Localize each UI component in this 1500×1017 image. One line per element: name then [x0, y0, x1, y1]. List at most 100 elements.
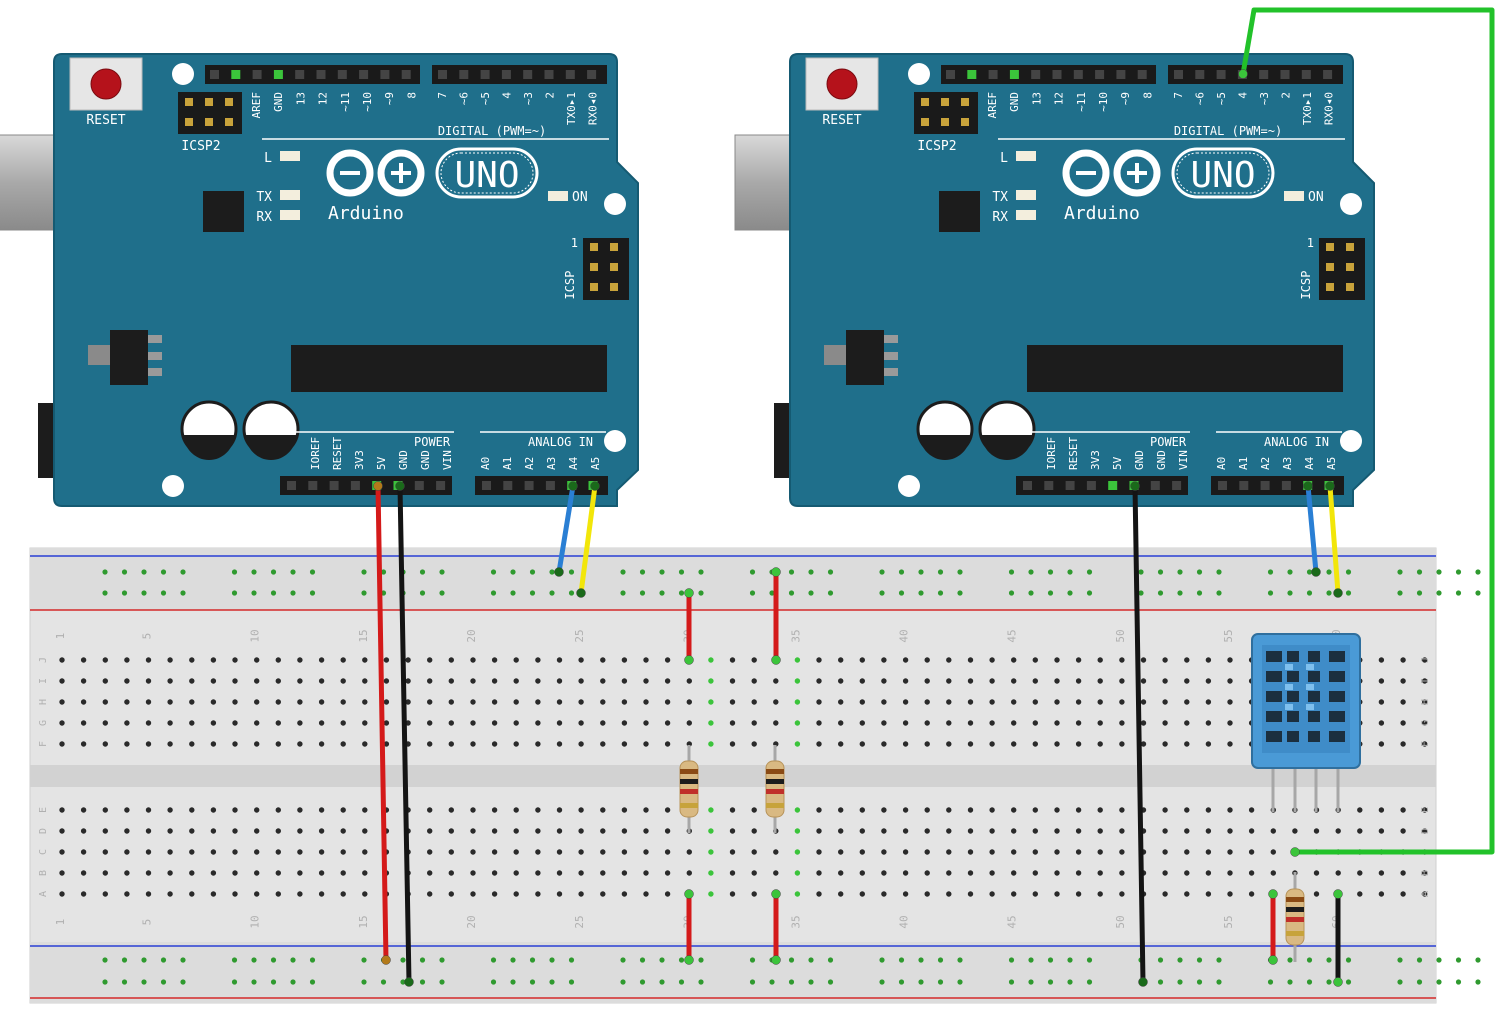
- resistor-2-band: [766, 779, 784, 784]
- breadboard-hole: [1011, 657, 1017, 663]
- breadboard-hole: [556, 720, 563, 726]
- breadboard-hole: [1011, 849, 1017, 855]
- breadboard-hole: [275, 828, 281, 834]
- rail-hole: [1067, 569, 1073, 575]
- breadboard-hole: [859, 699, 865, 705]
- breadboard-hole: [946, 741, 952, 747]
- breadboard-hole: [102, 741, 109, 747]
- breadboard-hole: [1011, 891, 1017, 897]
- row-letter: D: [38, 828, 49, 834]
- board-pcb: [789, 53, 1375, 507]
- breadboard-hole: [729, 699, 736, 705]
- breadboard-hole: [794, 741, 801, 747]
- rail-hole: [659, 590, 665, 596]
- breadboard-hole: [1205, 807, 1212, 813]
- breadboard-hole: [600, 849, 606, 855]
- breadboard-hole: [1162, 807, 1168, 813]
- rail-hole: [1008, 957, 1015, 963]
- rail-hole: [231, 569, 238, 575]
- breadboard-hole: [297, 657, 303, 663]
- dht11-window: [1285, 684, 1293, 690]
- rail-hole: [808, 569, 814, 575]
- rail-hole: [639, 590, 646, 596]
- breadboard-hole: [1032, 870, 1039, 876]
- column-number-bottom: 15: [357, 915, 370, 928]
- breadboard-hole: [1075, 741, 1082, 747]
- breadboard-hole: [1400, 741, 1406, 747]
- breadboard-hole: [859, 678, 865, 684]
- breadboard-hole: [448, 657, 454, 663]
- breadboard-hole: [773, 720, 779, 726]
- breadboard-hole: [383, 657, 390, 663]
- wire-end: [1333, 889, 1343, 899]
- breadboard-hole: [535, 870, 541, 876]
- breadboard-hole: [340, 699, 346, 705]
- rail-hole: [1047, 957, 1054, 963]
- breadboard-hole: [1032, 699, 1039, 705]
- breadboard-hole: [967, 807, 974, 813]
- dht11-vent: [1308, 731, 1320, 742]
- breadboard-hole: [924, 720, 930, 726]
- resistor-1-band: [680, 789, 698, 794]
- rail-hole: [918, 590, 924, 596]
- breadboard-hole: [664, 699, 671, 705]
- breadboard-hole: [621, 849, 628, 855]
- led-on-label: ON: [572, 190, 588, 205]
- breadboard-hole: [902, 828, 909, 834]
- analog-pin-label: A4: [1303, 456, 1316, 470]
- rail-hole: [788, 569, 795, 575]
- breadboard-hole: [1422, 828, 1428, 834]
- breadboard-hole: [167, 678, 173, 684]
- logo-uno-frame: [1171, 147, 1275, 199]
- digital-pin: [501, 70, 511, 79]
- rail-hole: [1028, 569, 1034, 575]
- breadboard-hole: [1422, 657, 1428, 663]
- rail-hole: [180, 569, 186, 575]
- breadboard-hole: [254, 891, 260, 897]
- rail-hole: [251, 590, 257, 596]
- breadboard-hole: [621, 891, 628, 897]
- rail-hole: [309, 979, 316, 985]
- icsp-pin: [1346, 243, 1354, 251]
- rail-hole: [231, 590, 238, 596]
- breadboard-hole: [513, 699, 519, 705]
- breadboard-hole: [946, 849, 952, 855]
- rail-hole: [419, 590, 426, 596]
- breadboard-hole: [124, 720, 130, 726]
- digital-pin: [231, 70, 241, 79]
- breadboard-hole: [1032, 720, 1039, 726]
- rail-hole: [231, 979, 238, 985]
- rail-hole: [529, 569, 536, 575]
- breadboard-hole: [1227, 657, 1233, 663]
- breadboard-hole: [59, 741, 65, 747]
- digital-pin-label: TX0▸1: [565, 92, 578, 125]
- breadboard-hole: [621, 741, 628, 747]
- breadboard-hole: [232, 699, 238, 705]
- breadboard-hole: [535, 828, 541, 834]
- breadboard-hole: [1184, 807, 1190, 813]
- breadboard-hole: [210, 699, 217, 705]
- dht11-window: [1285, 704, 1293, 710]
- wire-end: [373, 481, 383, 491]
- breadboard-hole: [1205, 678, 1212, 684]
- breadboard-hole: [838, 657, 844, 663]
- rail-hole: [309, 569, 316, 575]
- breadboard-hole: [1378, 678, 1385, 684]
- breadboard-hole: [881, 891, 887, 897]
- breadboard-hole: [816, 678, 822, 684]
- breadboard-hole: [859, 891, 865, 897]
- breadboard-hole: [946, 891, 952, 897]
- digital-pin-label: ~9: [383, 92, 396, 105]
- digital-pin: [1216, 70, 1226, 79]
- breadboard-hole: [1075, 849, 1082, 855]
- rail-hole: [231, 957, 238, 963]
- mounting-hole: [162, 475, 184, 497]
- rail-hole: [439, 590, 445, 596]
- breadboard-hole: [1075, 678, 1082, 684]
- breadboard-hole: [1378, 741, 1385, 747]
- rail-hole: [160, 590, 167, 596]
- breadboard-hole: [167, 891, 173, 897]
- breadboard-hole: [275, 849, 281, 855]
- power-pin-label: 5V: [375, 456, 388, 470]
